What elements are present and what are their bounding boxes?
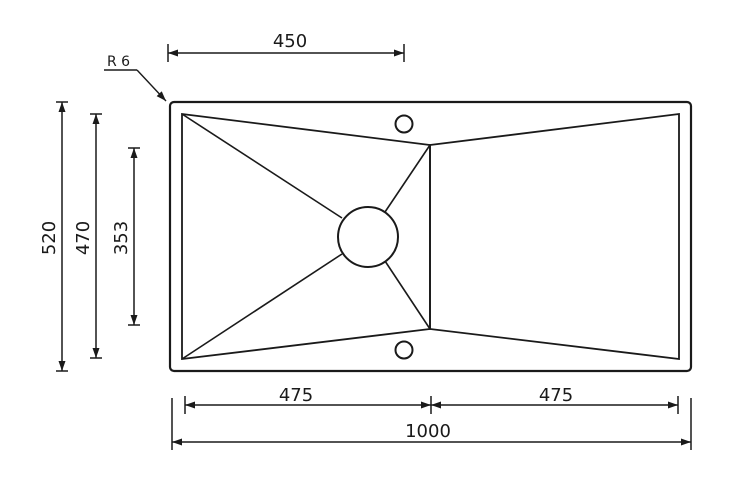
tap-hole-top [394, 114, 414, 134]
dim-overall-height-label: 520 [39, 221, 60, 255]
slope-line-top-right [384, 144, 431, 213]
dim-left-width-label: 475 [279, 385, 313, 406]
dim-overall-width-label: 1000 [405, 421, 451, 442]
bowl-outline [181, 112, 431, 361]
dim-top-width-label: 450 [273, 31, 307, 52]
drain-circle [337, 206, 399, 268]
dim-inner-height-label: 470 [73, 221, 94, 255]
corner-radius-label: R 6 [107, 54, 130, 70]
slope-line-top-left [181, 113, 343, 219]
tap-hole-bottom [394, 340, 414, 360]
dim-drain-height-label: 353 [111, 221, 132, 255]
radius-leader-diagonal [136, 69, 167, 102]
slope-line-bottom-right [384, 260, 431, 330]
drainboard-outline [429, 112, 680, 361]
slope-line-bottom-left [181, 253, 343, 360]
dim-right-width-label: 475 [539, 385, 573, 406]
sink-outer-outline [168, 100, 693, 373]
